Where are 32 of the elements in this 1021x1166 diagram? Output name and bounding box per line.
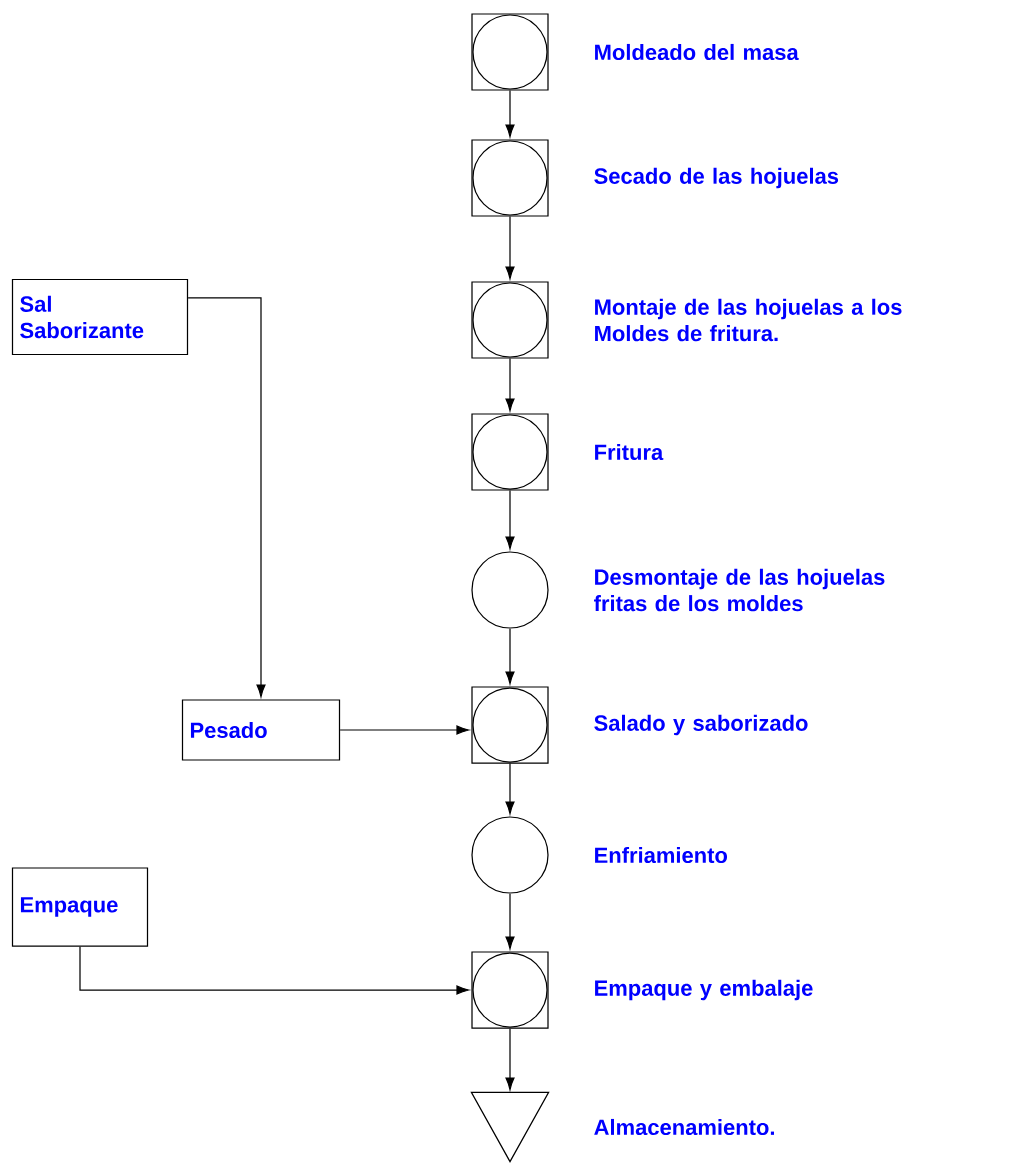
arrow [505,763,515,815]
operation-inspection-symbol [471,686,549,764]
operation-inspection-symbol [471,951,549,1029]
arrow [505,893,515,950]
arrow [187,297,266,698]
input-box: Pesado [181,699,341,761]
operation-circle [471,551,549,629]
step-label: Desmontaje de las hojuelas fritas de los moldes [594,568,885,612]
storage-triangle [470,1091,550,1163]
step-label: Salado y saborizado [594,714,808,736]
operation-circle [471,816,549,894]
input-box: Sal Saborizante [11,278,189,356]
step-label: Enfriamiento [595,846,727,864]
operation-inspection-symbol [471,281,549,359]
step-label: Almacenamiento. [594,1118,774,1136]
step-label: Empaque y embalaje [595,979,813,1001]
step-label: Moldeado del masa [595,43,799,61]
operation-inspection-symbol [471,13,549,91]
arrow [505,490,515,550]
input-box: Empaque [11,867,149,947]
step-label: Montaje de las hojuelas a los Moldes de fritura. [595,298,902,342]
arrow [79,946,470,995]
step-label: Fritura [595,443,664,461]
operation-inspection-symbol [471,413,549,491]
operation-inspection-symbol [471,139,549,217]
arrow [505,90,515,138]
arrow [505,628,515,685]
arrow [505,1028,515,1091]
arrow [505,358,515,412]
arrow [505,216,515,280]
step-label: Secado de las hojuelas [594,167,839,189]
arrow [339,725,470,735]
